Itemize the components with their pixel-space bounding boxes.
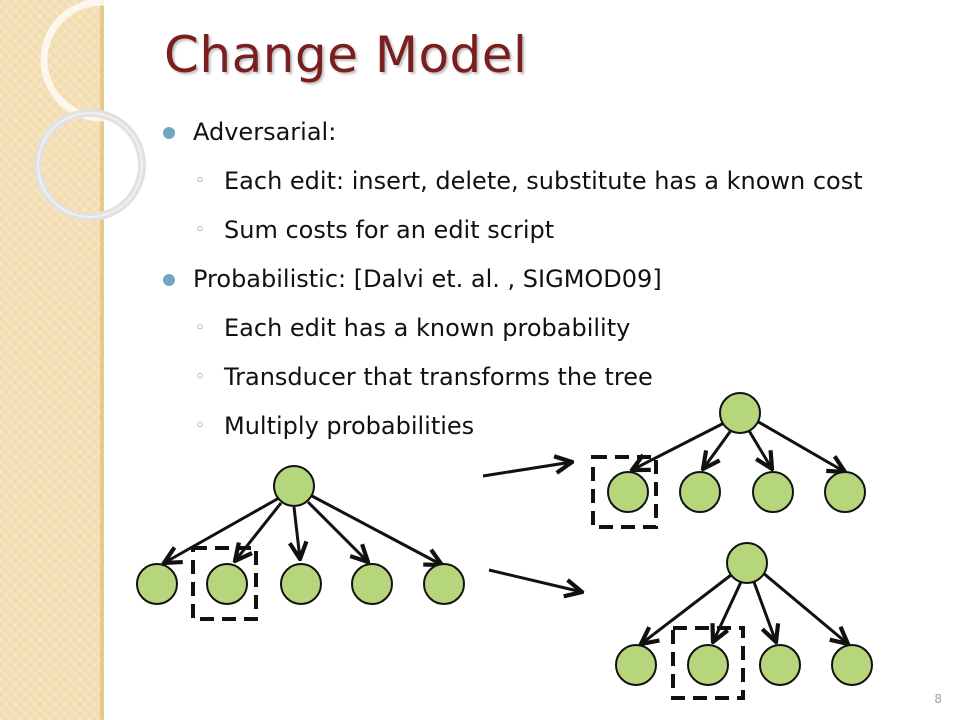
transition-arrow-up — [482, 462, 572, 478]
bullet-item: Probabilistic: [Dalvi et. al. , SIGMOD09… — [158, 255, 918, 304]
source-tree — [136, 465, 465, 621]
decorative-rings — [34, 0, 160, 221]
highlight-box-dashed — [591, 455, 658, 529]
tree-edge-arrow — [164, 496, 280, 563]
tree-node — [752, 471, 794, 513]
highlight-box-dashed — [671, 626, 745, 700]
tree-edge-arrow — [761, 570, 848, 644]
tree-edge-arrow — [311, 494, 442, 565]
tree-edge-arrow — [294, 506, 300, 559]
tree-node — [615, 644, 657, 686]
tree-edge-arrow — [754, 418, 845, 472]
sub-bullet-ring-icon: ◦ — [195, 171, 206, 191]
sub-bullet-text: Multiply probabilities — [224, 412, 475, 440]
sub-bullet-text: Each edit: insert, delete, substitute ha… — [224, 167, 863, 195]
tree-node — [423, 563, 465, 605]
sub-bullet-ring-icon: ◦ — [195, 220, 206, 240]
bullet-item: Adversarial: — [158, 108, 918, 157]
tree-edge-arrow — [632, 420, 727, 470]
sub-bullet-text: Each edit has a known probability — [224, 314, 631, 342]
sub-bullet-ring-icon: ◦ — [195, 318, 206, 338]
tree-node — [280, 563, 322, 605]
bullet-list: Adversarial: ◦ Each edit: insert, delete… — [158, 108, 918, 451]
sub-bullet-item: ◦ Transducer that transforms the tree — [158, 353, 918, 402]
tree-edge-arrow — [235, 502, 283, 561]
tree-edge-arrow — [306, 500, 368, 562]
bullet-dot-icon — [163, 127, 175, 139]
slide-title: Change Model — [164, 26, 528, 84]
sub-bullet-text: Transducer that transforms the tree — [224, 363, 653, 391]
transition-arrow-down — [488, 568, 582, 592]
bullet-text: Adversarial: — [193, 118, 337, 146]
sub-bullet-item: ◦ Each edit has a known probability — [158, 304, 918, 353]
tree-node — [719, 392, 761, 434]
tree-node — [136, 563, 178, 605]
sub-bullet-item: ◦ Sum costs for an edit script — [158, 206, 918, 255]
highlight-box-dashed — [191, 546, 258, 621]
sub-bullet-ring-icon: ◦ — [195, 367, 206, 387]
result-tree-bottom — [615, 542, 873, 700]
tree-edge-arrow — [703, 428, 734, 469]
tree-node — [831, 644, 873, 686]
tree-node — [607, 471, 649, 513]
sub-bullet-ring-icon: ◦ — [195, 416, 206, 436]
tree-node — [679, 471, 721, 513]
result-tree-top — [591, 392, 866, 529]
tree-node — [206, 563, 248, 605]
tree-edge-arrow — [746, 428, 772, 469]
bullet-dot-icon — [163, 274, 175, 286]
tree-edge-arrow — [713, 581, 743, 642]
tree-node — [351, 563, 393, 605]
tree-node — [273, 465, 315, 507]
tree-node — [687, 644, 729, 686]
page-number: 8 — [934, 692, 942, 706]
decorative-side-band — [0, 0, 104, 720]
tree-node — [759, 644, 801, 686]
sub-bullet-item: ◦ Each edit: insert, delete, substitute … — [158, 157, 918, 206]
tree-edge-arrow — [641, 570, 736, 644]
sub-bullet-item: ◦ Multiply probabilities — [158, 402, 918, 451]
tree-node — [824, 471, 866, 513]
bullet-text: Probabilistic: [Dalvi et. al. , SIGMOD09… — [193, 265, 662, 293]
tree-edge-arrow — [752, 581, 776, 642]
tree-node — [726, 542, 768, 584]
sub-bullet-text: Sum costs for an edit script — [224, 216, 555, 244]
